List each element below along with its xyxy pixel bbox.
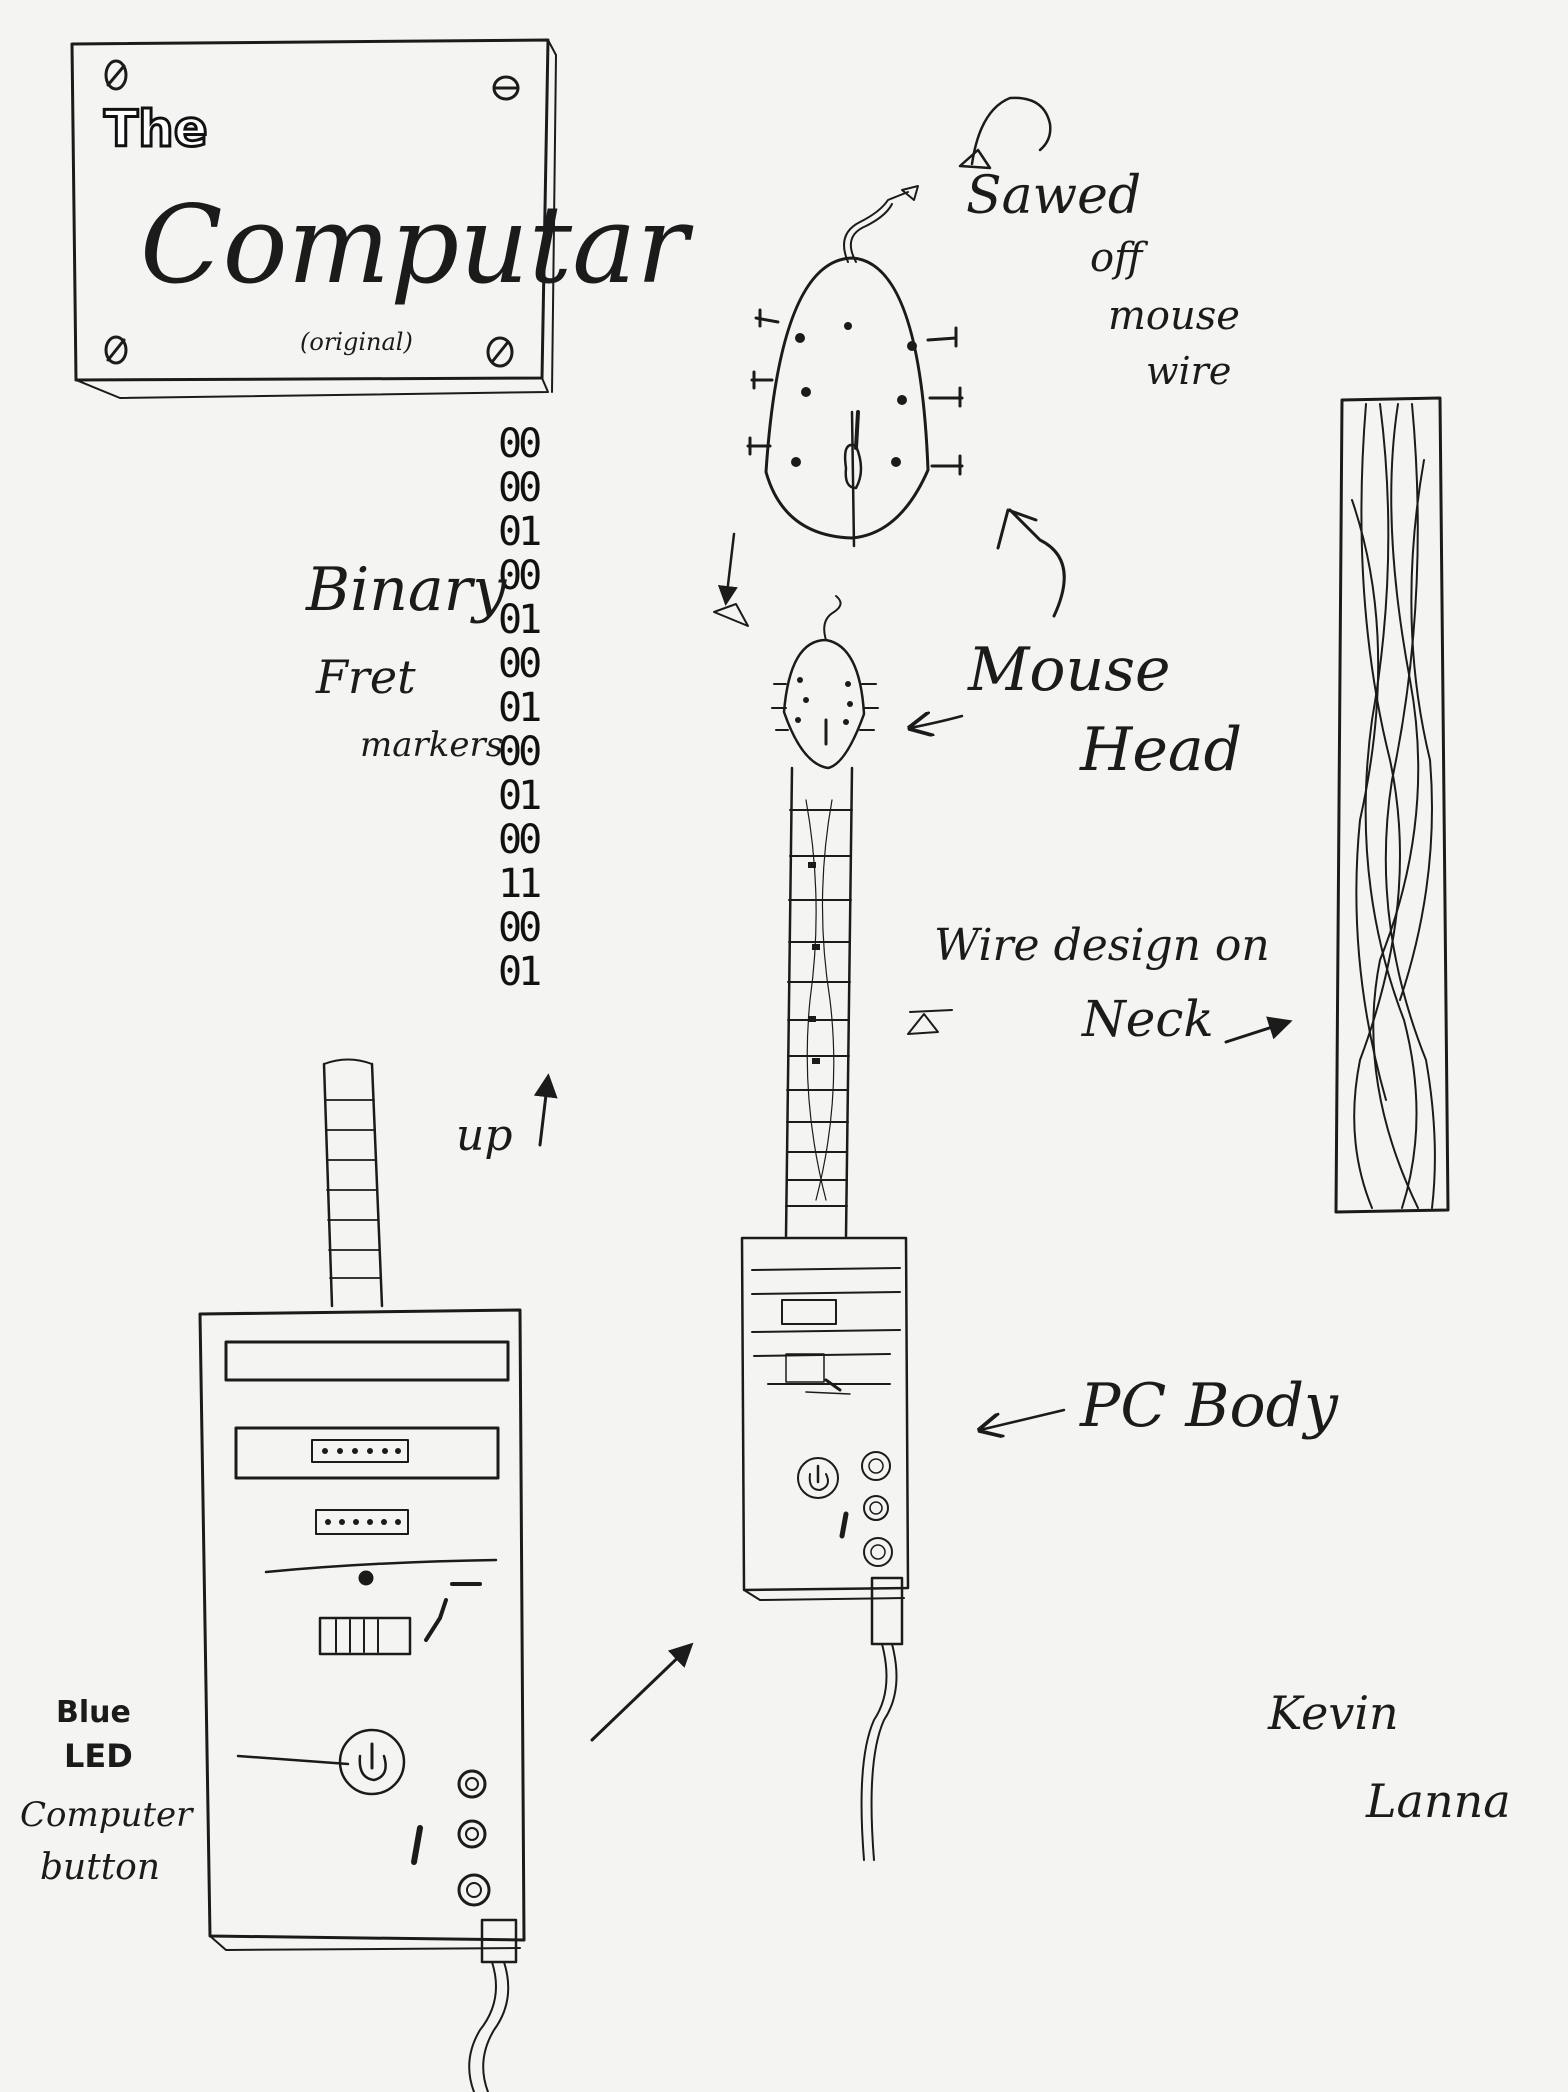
- binary-marker: 00: [498, 553, 542, 599]
- signature-last: Lanna: [1366, 1774, 1511, 1828]
- title-the: The: [103, 100, 210, 158]
- binary-marker: 01: [498, 597, 542, 643]
- screw-icon: [104, 335, 128, 365]
- pc-body-label: PC Body: [1080, 1371, 1338, 1441]
- wire-neck-detail: [1334, 396, 1450, 1214]
- binary-marker: 00: [498, 465, 542, 511]
- mouse-head-large: [746, 185, 964, 548]
- screw-icon: [486, 336, 514, 368]
- binary-label-line-3: markers: [360, 725, 504, 765]
- right-guitar: [740, 595, 910, 1861]
- binary-marker: 01: [498, 685, 542, 731]
- binary-label-line-2: Fret: [316, 650, 416, 704]
- up-label: up: [456, 1110, 513, 1161]
- power-button-icon: [338, 1728, 406, 1796]
- binary-marker: 01: [498, 949, 542, 995]
- binary-marker: 00: [498, 817, 542, 863]
- binary-marker: 00: [498, 905, 542, 951]
- mouse-wire-label-line-4: wire: [1146, 349, 1232, 393]
- wire-design-label-line-1: Wire design on: [934, 920, 1270, 971]
- binary-marker: 11: [498, 861, 542, 907]
- binary-marker: 00: [498, 641, 542, 687]
- left-guitar-neck: [322, 1058, 384, 1308]
- binary-marker: 01: [498, 509, 542, 555]
- screw-icon: [492, 75, 520, 101]
- mouse-head-label-line-2: Head: [1080, 715, 1243, 785]
- mouse-head-label-line-1: Mouse: [968, 635, 1171, 705]
- blue-led-label-line-1: Blue: [56, 1695, 131, 1730]
- binary-marker: 00: [498, 729, 542, 775]
- power-button-icon: [797, 1457, 839, 1499]
- mouse-wire-label-line-3: mouse: [1108, 293, 1240, 339]
- title-plaque: [70, 38, 557, 399]
- wire-design-label-line-2: Neck: [1082, 990, 1214, 1048]
- binary-label-line-1: Binary: [306, 555, 507, 625]
- blue-led-label-line-3: Computer: [20, 1795, 193, 1835]
- port-icon: [861, 1451, 893, 1567]
- left-pc-body: [198, 1308, 526, 2092]
- title-main: Computar: [140, 183, 689, 308]
- signature-first: Kevin: [1268, 1686, 1399, 1740]
- screw-icon: [104, 59, 128, 91]
- mouse-wire-label-line-1: Sawed: [966, 166, 1142, 226]
- title-note: (original): [300, 328, 413, 356]
- port-icon: [457, 1769, 491, 1907]
- binary-marker: 00: [498, 421, 542, 467]
- binary-marker: 01: [498, 773, 542, 819]
- blue-led-label-line-2: LED: [64, 1737, 133, 1775]
- blue-led-label-line-4: button: [40, 1847, 161, 1888]
- mouse-wire-label-line-2: off: [1090, 235, 1143, 281]
